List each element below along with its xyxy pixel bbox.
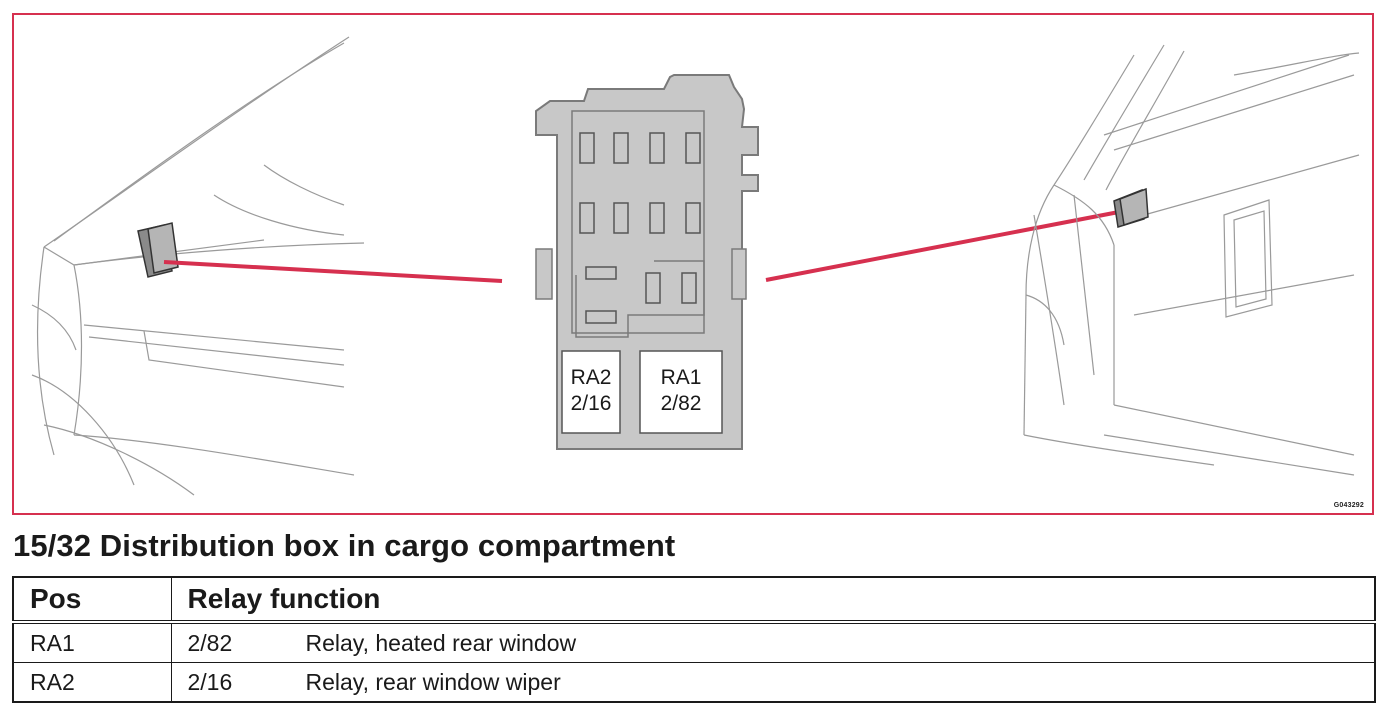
cell-relay-description: Relay, heated rear window: [305, 629, 577, 656]
column-header-pos: Pos: [13, 577, 172, 624]
right-pointer-line: [765, 209, 1125, 282]
relay-table: Pos Relay function RA1 2/82 Relay, heated…: [12, 576, 1376, 703]
relay-label-ra1: RA1 2/82: [640, 365, 722, 417]
diagram-frame: RA2 2/16 RA1 2/82 G043292: [12, 13, 1374, 515]
cell-relay-function: 2/82 Relay, heated rear window: [171, 622, 1375, 663]
relay-ra1-name: RA1: [660, 366, 702, 389]
relay-ra2-name: RA2: [570, 366, 612, 389]
cell-relay-function: 2/16 Relay, rear window wiper: [171, 663, 1375, 703]
cell-pos: RA1: [13, 622, 172, 663]
cell-relay-code: 2/82: [187, 629, 233, 656]
column-header-relay-function: Relay function: [171, 577, 1375, 624]
relay-ra1-code: 2/82: [660, 392, 702, 415]
cell-pos: RA2: [13, 662, 172, 702]
left-pointer-line: [163, 260, 503, 283]
right-car-outline: [1023, 44, 1360, 476]
cargo-distribution-box-illustration: [31, 36, 1360, 496]
table-row: RA2 2/16 Relay, rear window wiper: [13, 662, 1375, 703]
cell-relay-code: 2/16: [187, 668, 233, 695]
right-connector-block: [1113, 187, 1149, 228]
relay-label-ra2: RA2 2/16: [562, 365, 620, 417]
page-title: 15/32 Distribution box in cargo compartm…: [13, 528, 676, 563]
left-car-outline: [31, 36, 365, 496]
table-header-row: Pos Relay function: [13, 577, 1375, 624]
figure-reference-code: G043292: [1333, 502, 1364, 509]
left-connector-block: [137, 222, 179, 278]
relay-distribution-box: [535, 74, 759, 450]
relay-ra2-code: 2/16: [570, 392, 612, 415]
table-row: RA1 2/82 Relay, heated rear window: [13, 622, 1375, 663]
cell-relay-description: Relay, rear window wiper: [305, 668, 561, 695]
